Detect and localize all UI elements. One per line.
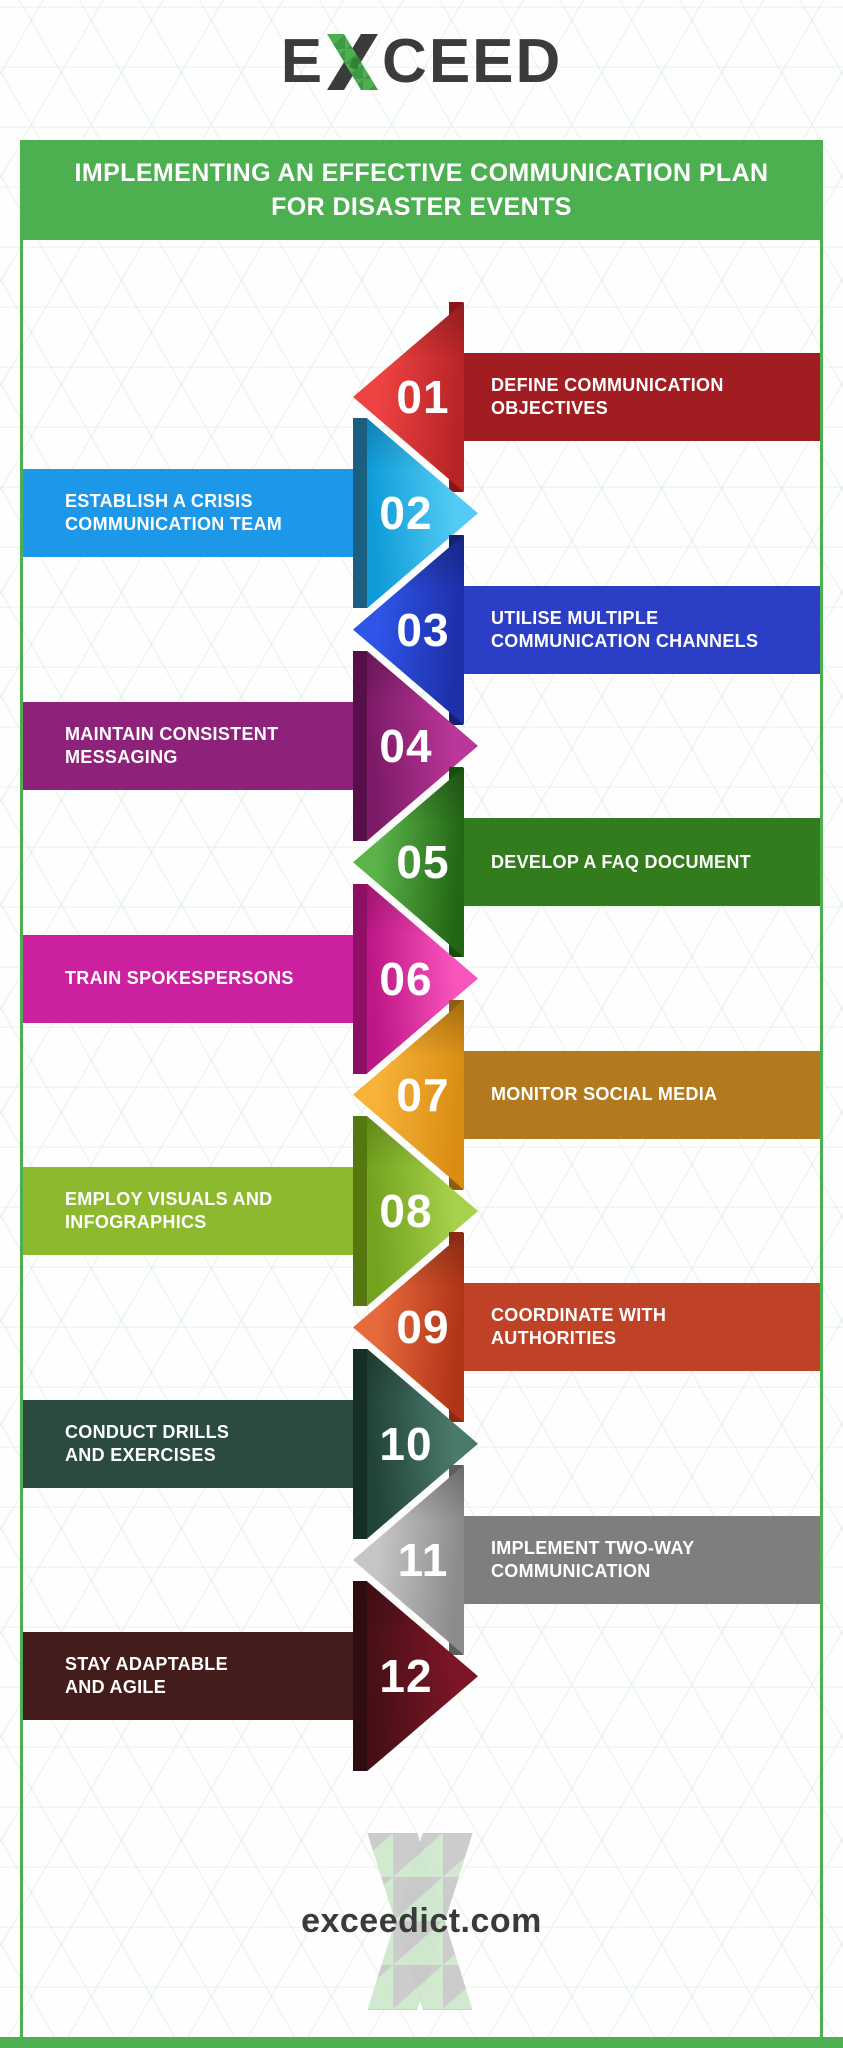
logo-text-right: CEED: [382, 27, 563, 96]
step-arrow-side-edge: [353, 1116, 367, 1307]
logo-text-left: E: [280, 27, 325, 96]
step-bar: COORDINATE WITH AUTHORITIES: [463, 1283, 820, 1372]
step-arrow-side-edge: [353, 883, 367, 1074]
step-bar: ESTABLISH A CRISIS COMMUNICATION TEAM: [23, 469, 353, 558]
step-label: STAY ADAPTABLE AND AGILE: [65, 1654, 228, 1698]
bottom-green-bar: [0, 2037, 843, 2048]
step-number: 06: [379, 952, 433, 1005]
title-line-1: IMPLEMENTING AN EFFECTIVE COMMUNICATION …: [74, 159, 769, 187]
step-label: EMPLOY VISUALS AND INFOGRAPHICS: [65, 1189, 273, 1233]
title-line-2: FOR DISASTER EVENTS: [271, 193, 572, 221]
step-label: MAINTAIN CONSISTENT MESSAGING: [65, 723, 279, 767]
step-item: IMPLEMENT TWO-WAY COMMUNICATION 11: [0, 1465, 843, 1655]
step-label: ESTABLISH A CRISIS COMMUNICATION TEAM: [65, 491, 283, 535]
step-arrow-side-edge: [353, 1348, 367, 1539]
step-bar: IMPLEMENT TWO-WAY COMMUNICATION: [463, 1516, 820, 1604]
step-number: 05: [396, 836, 450, 889]
step-label: COORDINATE WITH AUTHORITIES: [491, 1305, 667, 1349]
step-arrow-side-edge: [353, 418, 367, 609]
step-label: TRAIN SPOKESPERSONS: [65, 968, 294, 988]
step-label: DEVELOP A FAQ DOCUMENT: [491, 851, 751, 872]
step-bar: DEFINE COMMUNICATION OBJECTIVES: [463, 353, 820, 441]
step-number: 12: [379, 1650, 433, 1703]
title-banner: IMPLEMENTING AN EFFECTIVE COMMUNICATION …: [20, 140, 823, 240]
step-arrow-side-edge: [353, 1581, 367, 1772]
website-url: exceedict.com: [301, 1902, 542, 1940]
step-item: DEVELOP A FAQ DOCUMENT 05: [0, 767, 843, 958]
step-bar: DEVELOP A FAQ DOCUMENT: [463, 818, 820, 907]
step-item: CONDUCT DRILLS AND EXERCISES 10: [0, 1348, 843, 1539]
step-label: MONITOR SOCIAL MEDIA: [491, 1084, 718, 1105]
step-item: UTILISE MULTIPLE COMMUNICATION CHANNELS …: [0, 534, 843, 725]
step-number: 10: [379, 1417, 433, 1470]
step-bar: TRAIN SPOKESPERSONS: [23, 934, 353, 1023]
step-number: 03: [396, 603, 450, 656]
step-bar: STAY ADAPTABLE AND AGILE: [23, 1632, 353, 1721]
step-label: CONDUCT DRILLS AND EXERCISES: [65, 1421, 230, 1465]
step-bar: CONDUCT DRILLS AND EXERCISES: [23, 1399, 353, 1488]
logo-x-icon: [327, 34, 379, 90]
step-item: STAY ADAPTABLE AND AGILE 12: [0, 1581, 843, 1772]
exceed-logo: E CEED: [0, 22, 843, 102]
step-item: MAINTAIN CONSISTENT MESSAGING 04: [0, 650, 843, 841]
step-bar: UTILISE MULTIPLE COMMUNICATION CHANNELS: [463, 585, 820, 674]
step-arrow-side-edge: [353, 650, 367, 841]
step-bar: MAINTAIN CONSISTENT MESSAGING: [23, 701, 353, 790]
step-number: 09: [396, 1301, 450, 1354]
step-label: DEFINE COMMUNICATION OBJECTIVES: [491, 375, 724, 418]
step-item: TRAIN SPOKESPERSONS 06: [0, 883, 843, 1074]
footer-x-watermark-icon: [367, 1833, 473, 2010]
step-label: UTILISE MULTIPLE COMMUNICATION CHANNELS: [491, 607, 759, 651]
step-label: IMPLEMENT TWO-WAY COMMUNICATION: [491, 1538, 695, 1581]
step-bar: MONITOR SOCIAL MEDIA: [463, 1050, 820, 1139]
step-bar: EMPLOY VISUALS AND INFOGRAPHICS: [23, 1167, 353, 1256]
step-number: 02: [379, 487, 433, 540]
step-item: MONITOR SOCIAL MEDIA 07: [0, 999, 843, 1190]
step-number: 08: [379, 1185, 433, 1238]
step-number: 07: [396, 1068, 450, 1121]
step-number: 01: [396, 371, 450, 423]
step-number: 11: [397, 1534, 449, 1586]
step-number: 04: [379, 719, 433, 772]
